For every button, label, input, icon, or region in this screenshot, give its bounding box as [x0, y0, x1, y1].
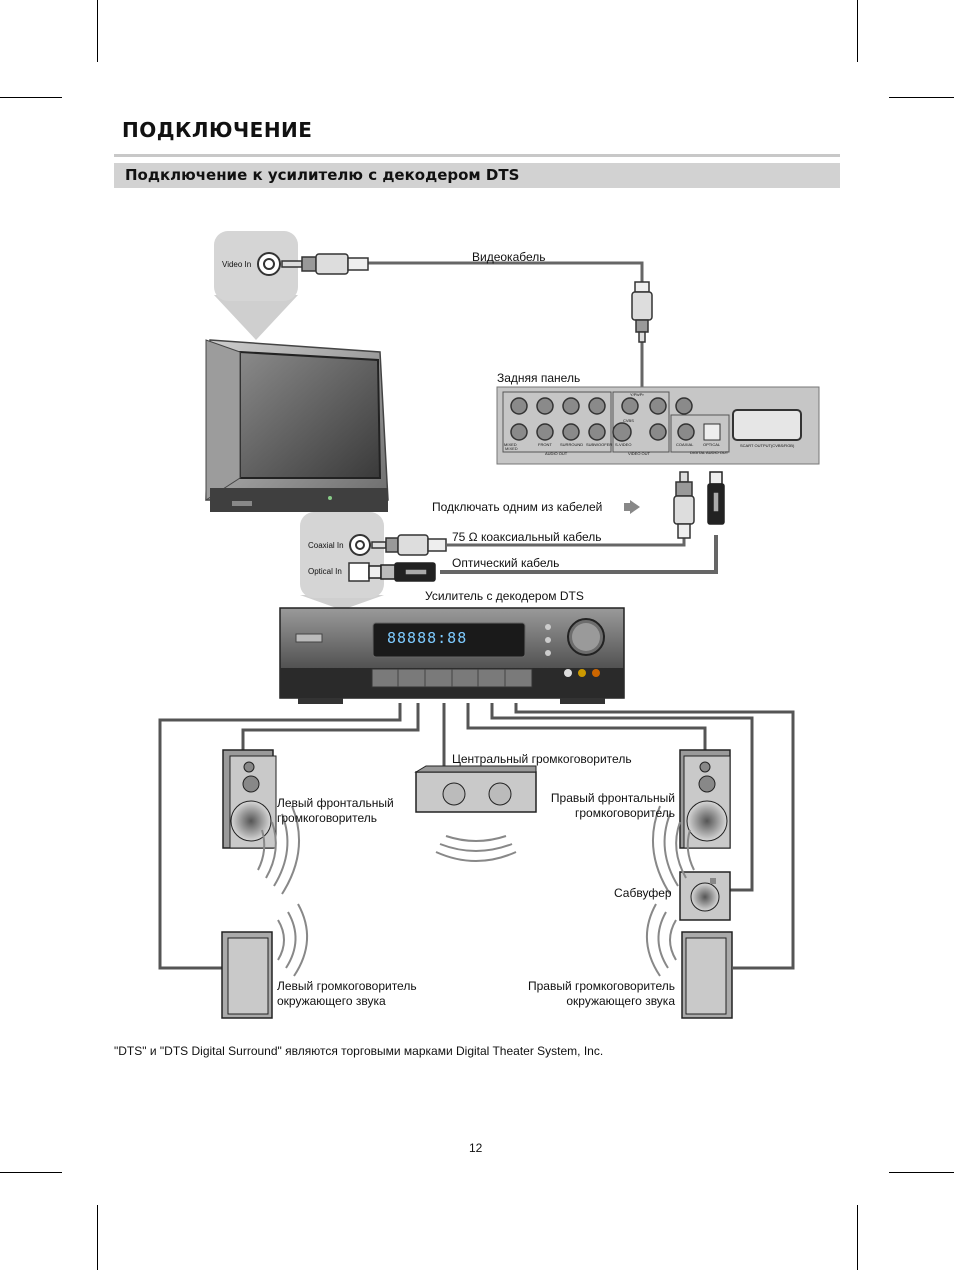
rear-panel-label: SCART OUTPUT(CVBS/RGB)	[740, 443, 795, 448]
video-in-callout	[214, 231, 298, 340]
crop-mark	[97, 1205, 98, 1270]
left-surround-speaker-label: Левый громкоговоритель окружающего звука	[277, 979, 417, 1009]
rca-plug	[281, 253, 369, 275]
title-divider	[114, 154, 840, 157]
center-speaker-illustration	[414, 765, 537, 813]
rear-panel-label: FRONT	[538, 442, 552, 447]
rear-panel-illustration: MIXED	[496, 386, 820, 465]
rear-panel-label: COAXIAL	[676, 442, 694, 447]
rear-panel-label: AUDIO OUT	[545, 451, 568, 456]
coaxial-in-callout-label: Coaxial In	[308, 541, 344, 550]
left-front-speaker-label-line2: громкоговоритель	[277, 811, 378, 825]
rca-plug	[371, 534, 447, 556]
tv-illustration	[205, 339, 389, 512]
rear-panel-label: SURROUND	[560, 442, 584, 447]
connect-one-of-label: Подключать одним из кабелей	[432, 500, 603, 514]
amplifier-illustration	[279, 607, 625, 704]
right-front-speaker-label-line1: Правый фронтальный	[550, 791, 675, 805]
right-surround-speaker-illustration	[681, 931, 733, 1019]
right-surround-speaker-label-line1: Правый громкоговоритель	[527, 979, 675, 993]
crop-mark	[857, 0, 858, 62]
right-front-speaker-label: Правый фронтальный громкоговоритель	[520, 791, 675, 821]
page-title: ПОДКЛЮЧЕНИЕ	[122, 118, 313, 142]
rear-panel-label: MIXED	[504, 442, 517, 447]
optical-cable-label: Оптический кабель	[452, 556, 560, 570]
coaxial-plug	[673, 471, 695, 539]
subwoofer-illustration	[679, 871, 731, 921]
rear-panel-label: S-VIDEO	[615, 442, 632, 447]
rear-panel-label: Y/Pb/Pr	[630, 392, 644, 397]
svg-text:MIXED: MIXED	[505, 446, 518, 451]
optical-plug	[368, 562, 436, 582]
right-surround-speaker-label: Правый громкоговоритель окружающего звук…	[495, 979, 675, 1009]
trademark-footnote: "DTS" и "DTS Digital Surround" являются …	[114, 1044, 604, 1058]
crop-mark	[857, 1205, 858, 1270]
video-cable-label: Видеокабель	[472, 250, 546, 264]
speaker-wires	[158, 703, 795, 970]
rear-panel-label: SUBWOOFER	[586, 442, 613, 447]
center-speaker-label: Центральный громкоговоритель	[452, 752, 632, 766]
left-surround-speaker-label-line2: окружающего звука	[277, 994, 386, 1008]
crop-mark	[889, 1172, 954, 1173]
rear-panel-label: VIDEO OUT	[628, 451, 651, 456]
coaxial-cable-label: 75 Ω коаксиальный кабель	[452, 530, 602, 544]
crop-mark	[0, 1172, 62, 1173]
rear-panel-label: DIGITAL AUDIO OUT	[690, 450, 729, 455]
crop-mark	[0, 97, 62, 98]
left-front-speaker-label: Левый фронтальный громкоговоритель	[277, 796, 394, 826]
arrow-icon	[624, 500, 640, 514]
crop-mark	[97, 0, 98, 62]
rear-panel-label: CVBS	[623, 418, 634, 423]
sound-waves	[257, 805, 695, 977]
subwoofer-label: Сабвуфер	[614, 886, 672, 900]
left-surround-speaker-illustration	[221, 931, 273, 1019]
rear-panel-label-title: Задняя панель	[497, 371, 581, 385]
coaxial-cable-line	[447, 538, 686, 547]
section-header: Подключение к усилителю с декодером DTS	[114, 163, 840, 188]
right-surround-speaker-label-line2: окружающего звука	[566, 994, 675, 1008]
right-front-speaker-label-line2: громкоговоритель	[574, 806, 675, 820]
rear-panel-label: OPTICAL	[703, 442, 721, 447]
amplifier-inputs-callout	[300, 512, 384, 610]
left-surround-speaker-label-line1: Левый громкоговоритель	[277, 979, 417, 993]
right-front-speaker-illustration	[679, 749, 731, 849]
crop-mark	[889, 97, 954, 98]
video-in-callout-label: Video In	[222, 260, 252, 269]
optical-in-callout-label: Optical In	[308, 567, 342, 576]
left-front-speaker-label-line1: Левый фронтальный	[277, 796, 394, 810]
amplifier-display-readout: 88888:88	[387, 629, 468, 647]
page-number: 12	[469, 1141, 483, 1155]
rca-plug	[631, 281, 653, 343]
optical-plug	[707, 471, 725, 525]
section-title: Подключение к усилителю с декодером DTS	[125, 166, 520, 184]
left-front-speaker-illustration	[222, 749, 277, 849]
amplifier-label: Усилитель с декодером DTS	[425, 589, 584, 603]
optical-cable-line	[440, 535, 718, 574]
